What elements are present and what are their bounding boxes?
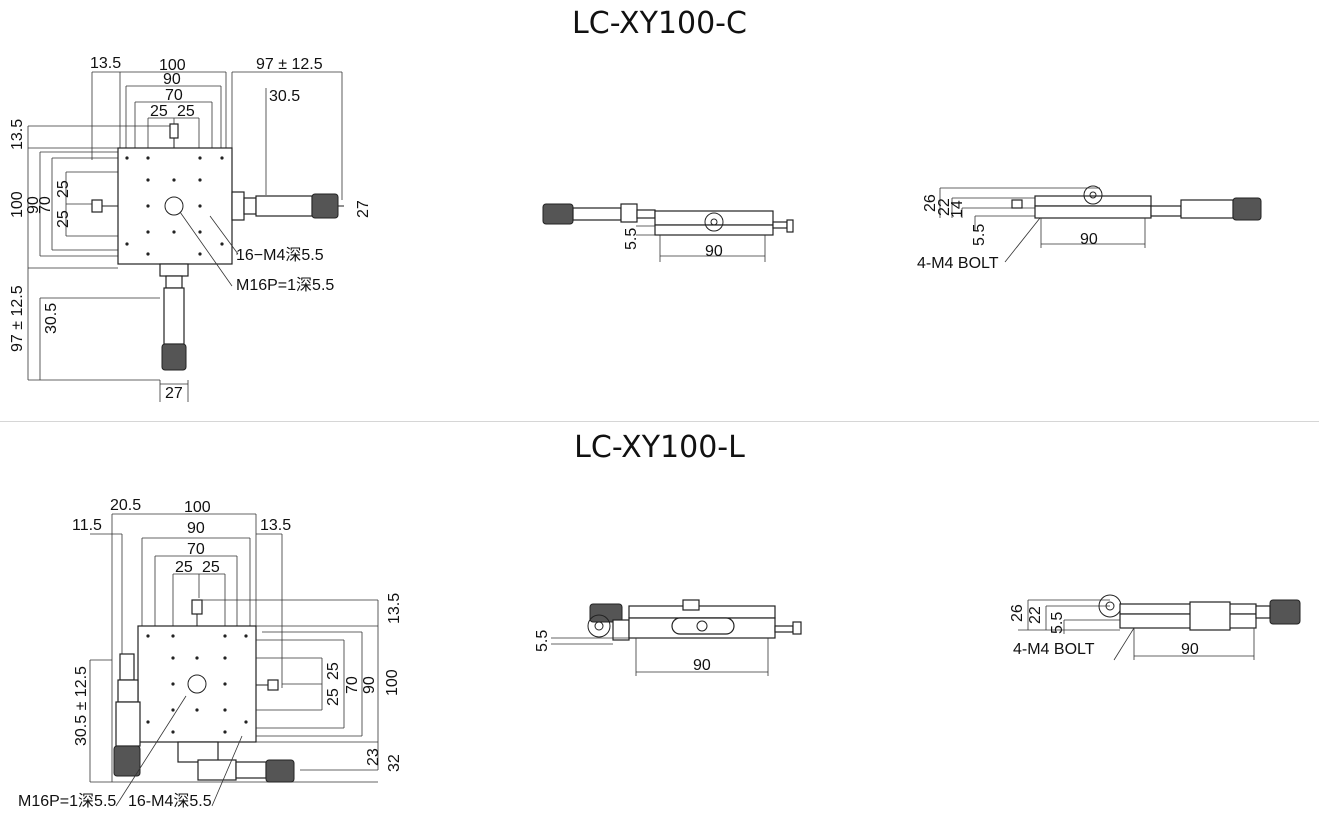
l-side-dim-26: 26 [1009, 604, 1026, 622]
l-note-m16: M16P=1深5.5 [18, 792, 116, 810]
title-lc-xy100-l: LC-XY100-L [574, 430, 745, 465]
l-side-dim-90: 90 [1181, 641, 1199, 658]
c-dim-97-top: 97 ± 12.5 [256, 56, 323, 73]
c-dim-13-5-left: 13.5 [9, 119, 26, 150]
c-center-hole [164, 196, 184, 216]
c-top-view: 13.5 100 90 70 25 25 97 ± 12.5 30.5 13.5… [9, 55, 372, 402]
c-dim-27-bottom: 27 [165, 385, 183, 402]
l-dim-11-5: 11.5 [72, 517, 102, 534]
c-dim-70-left: 70 [37, 196, 54, 214]
l-side-dim-5-5: 5.5 [1049, 612, 1066, 634]
l-dim-25a-right: 25 [325, 662, 342, 680]
l-dim-90-top: 90 [187, 520, 205, 537]
c-side-view: 90 26 22 14 5.5 4-M4 BOLT [917, 185, 1262, 272]
c-dim-30-5-left: 30.5 [43, 303, 60, 334]
l-dim-13-5-right: 13.5 [386, 593, 403, 624]
title-lc-xy100-c: LC-XY100-C [572, 6, 747, 41]
c-dim-13-5-top: 13.5 [90, 55, 121, 72]
c-front-dim-90: 90 [705, 243, 723, 260]
c-dim-97-left: 97 ± 12.5 [9, 285, 26, 352]
l-stage-plate [137, 625, 257, 743]
l-dim-100-right: 100 [384, 669, 401, 696]
c-note-16-m4: 16−M4深5.5 [236, 246, 324, 264]
c-bottom-thimble [161, 343, 187, 371]
l-dim-20-5: 20.5 [110, 497, 141, 514]
c-front-view: 90 5.5 [542, 203, 794, 262]
l-side-note-bolt: 4-M4 BOLT [1013, 641, 1095, 658]
l-dim-23: 23 [365, 748, 382, 766]
c-side-thimble [1232, 197, 1262, 221]
c-dim-25b-left: 25 [55, 210, 72, 228]
c-dim-25a-left: 25 [55, 180, 72, 198]
l-dim-25b-top: 25 [202, 559, 220, 576]
c-side-dim-26: 26 [922, 194, 939, 212]
l-front-thimble [589, 603, 623, 623]
c-dim-100-left: 100 [9, 191, 26, 218]
c-side-dim-14: 14 [949, 200, 966, 218]
l-dim-70-top: 70 [187, 541, 205, 558]
c-dim-30-5-top: 30.5 [269, 88, 300, 105]
l-side-dim-22: 22 [1027, 606, 1044, 624]
l-side-thimble [1269, 599, 1301, 625]
l-dim-100-top: 100 [184, 499, 211, 516]
l-front-dim-5-5: 5.5 [534, 630, 551, 652]
l-dim-32: 32 [386, 754, 403, 772]
c-side-note-bolt: 4-M4 BOLT [917, 255, 999, 272]
l-front-view: 90 5.5 [534, 599, 802, 676]
l-bottom-thimble [265, 759, 295, 783]
l-top-view: 20.5 100 11.5 90 13.5 70 25 25 [18, 497, 403, 810]
l-dim-25b-right: 25 [325, 688, 342, 706]
c-dim-25a-top: 25 [150, 103, 168, 120]
c-note-m16: M16P=1深5.5 [236, 276, 334, 294]
c-dim-100-top: 100 [159, 57, 186, 74]
c-dim-27-right: 27 [355, 200, 372, 218]
c-side-dim-5-5: 5.5 [971, 224, 988, 246]
c-dim-70-top: 70 [165, 87, 183, 104]
c-front-thimble [542, 203, 574, 225]
c-dim-90-top: 90 [163, 71, 181, 88]
l-note-16-m4: 16-M4深5.5 [128, 792, 212, 810]
section-divider [0, 421, 1319, 422]
l-dim-70-right: 70 [344, 676, 361, 694]
l-dim-30-5: 30.5 ± 12.5 [73, 666, 90, 746]
c-right-thimble [311, 193, 339, 219]
c-dim-25b-top: 25 [177, 103, 195, 120]
l-dim-13-5-top: 13.5 [260, 517, 291, 534]
c-stage-plate [117, 147, 233, 265]
l-dim-25a-top: 25 [175, 559, 193, 576]
c-front-dim-5-5: 5.5 [623, 228, 640, 250]
c-side-dim-22: 22 [936, 198, 953, 216]
c-dim-90-left: 90 [25, 196, 42, 214]
l-center-hole [187, 674, 207, 694]
l-side-view: 90 26 22 5.5 4-M4 BOLT [1009, 594, 1301, 661]
l-dim-90-right: 90 [361, 676, 378, 694]
l-left-thimble [113, 745, 141, 777]
c-side-dim-90: 90 [1080, 231, 1098, 248]
l-front-dim-90: 90 [693, 657, 711, 674]
